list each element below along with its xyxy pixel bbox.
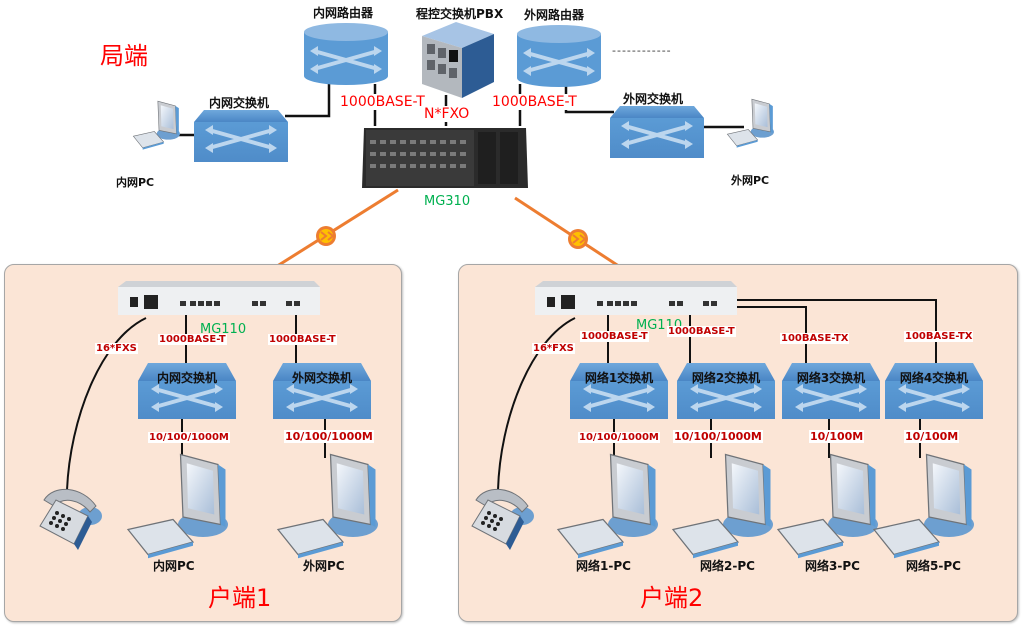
site2-pc-3-icon <box>777 453 879 559</box>
site1-pc-2-label: 外网PC <box>303 559 345 573</box>
site2-switch-2-label: 网络2交换机 <box>691 371 761 385</box>
site2-switch-4: 网络4交换机 <box>885 363 983 419</box>
site2-switch-1-label: 网络1交换机 <box>584 371 654 385</box>
site1-switch-1: 内网交换机 <box>138 363 236 419</box>
site2-switch-1: 网络1交换机 <box>570 363 668 419</box>
site2-pc-1-label: 网络1-PC <box>576 559 631 573</box>
central-outer-switch-label: 外网交换机 <box>623 92 684 106</box>
site2-switch-1-downlink: 10/100/1000M <box>578 432 660 443</box>
site1-switch-2-downlink: 10/100/1000M <box>284 430 374 443</box>
pbx-link-label: N*FXO <box>424 106 470 122</box>
site1-switch-2-label: 外网交换机 <box>291 371 352 385</box>
site2-switch-3-uplink: 100BASE-TX <box>780 333 850 344</box>
site2-switch-2-downlink: 10/100/1000M <box>673 430 763 443</box>
inner-link-label: 1000BASE-T <box>340 94 425 110</box>
site1-switch-2: 外网交换机 <box>273 363 371 419</box>
inner-router-label: 内网路由器 <box>313 6 374 20</box>
central-inner-pc-label: 内网PC <box>116 176 155 189</box>
mg310-chassis-icon <box>362 128 528 188</box>
site2-pc-4-icon <box>873 453 975 559</box>
central-inner-switch-label: 内网交换机 <box>209 96 270 110</box>
site2-switch-2-uplink: 1000BASE-T <box>667 326 736 337</box>
mg310-label: MG310 <box>424 194 471 209</box>
central-office-title: 局端 <box>100 42 148 70</box>
site2-pc-4-label: 网络5-PC <box>906 559 961 573</box>
site2-mg110-icon <box>535 281 737 315</box>
site2-pc-2-label: 网络2-PC <box>700 559 755 573</box>
site1-switch-1-uplink: 1000BASE-T <box>158 334 227 345</box>
site2-pc-3-label: 网络3-PC <box>805 559 860 573</box>
central-outer-pc-label: 外网PC <box>731 174 770 187</box>
site2-switch-4-uplink: 100BASE-TX <box>904 331 974 342</box>
site1-switch-2-uplink: 1000BASE-T <box>268 334 337 345</box>
site2-switch-3-label: 网络3交换机 <box>796 371 866 385</box>
site1-switch-1-label: 内网交换机 <box>156 371 217 385</box>
site2-fxs-label: 16*FXS <box>532 343 575 354</box>
site2-switch-4-label: 网络4交换机 <box>899 371 969 385</box>
wan-link-icon-left <box>316 226 336 246</box>
pbx-label: 程控交换机PBX <box>416 7 504 21</box>
inner-router-icon <box>304 23 388 85</box>
site2-pc-1-icon <box>557 453 659 559</box>
wan-link-icon-right <box>568 229 588 249</box>
site2-title: 户端2 <box>640 584 704 612</box>
site1-title: 户端1 <box>208 584 272 612</box>
outer-router-label: 外网路由器 <box>524 8 585 22</box>
more-routers-ellipsis: ------------ <box>612 44 672 57</box>
site1-panel <box>4 264 402 622</box>
site2-switch-4-downlink: 10/100M <box>904 430 960 443</box>
site2-switch-1-uplink: 1000BASE-T <box>580 331 649 342</box>
outer-router-icon <box>517 25 601 87</box>
central-outer-switch-icon <box>610 106 704 158</box>
site2-switch-3: 网络3交换机 <box>782 363 880 419</box>
site1-mg110-icon <box>118 281 320 315</box>
site2-switch-2: 网络2交换机 <box>677 363 775 419</box>
central-inner-switch-icon <box>194 110 288 162</box>
pbx-icon <box>422 22 494 98</box>
site2-pc-2-icon <box>672 453 774 559</box>
outer-link-label: 1000BASE-T <box>492 94 577 110</box>
site1-phone-icon <box>39 488 102 550</box>
site1-pc-1-label: 内网PC <box>153 559 195 573</box>
site1-fxs-label: 16*FXS <box>95 343 138 354</box>
site1-mg110-label: MG110 <box>200 322 247 337</box>
site1-switch-1-downlink: 10/100/1000M <box>148 432 230 443</box>
site2-panel <box>458 264 1018 622</box>
site2-phone-icon <box>471 488 534 550</box>
site2-switch-3-downlink: 10/100M <box>809 430 865 443</box>
